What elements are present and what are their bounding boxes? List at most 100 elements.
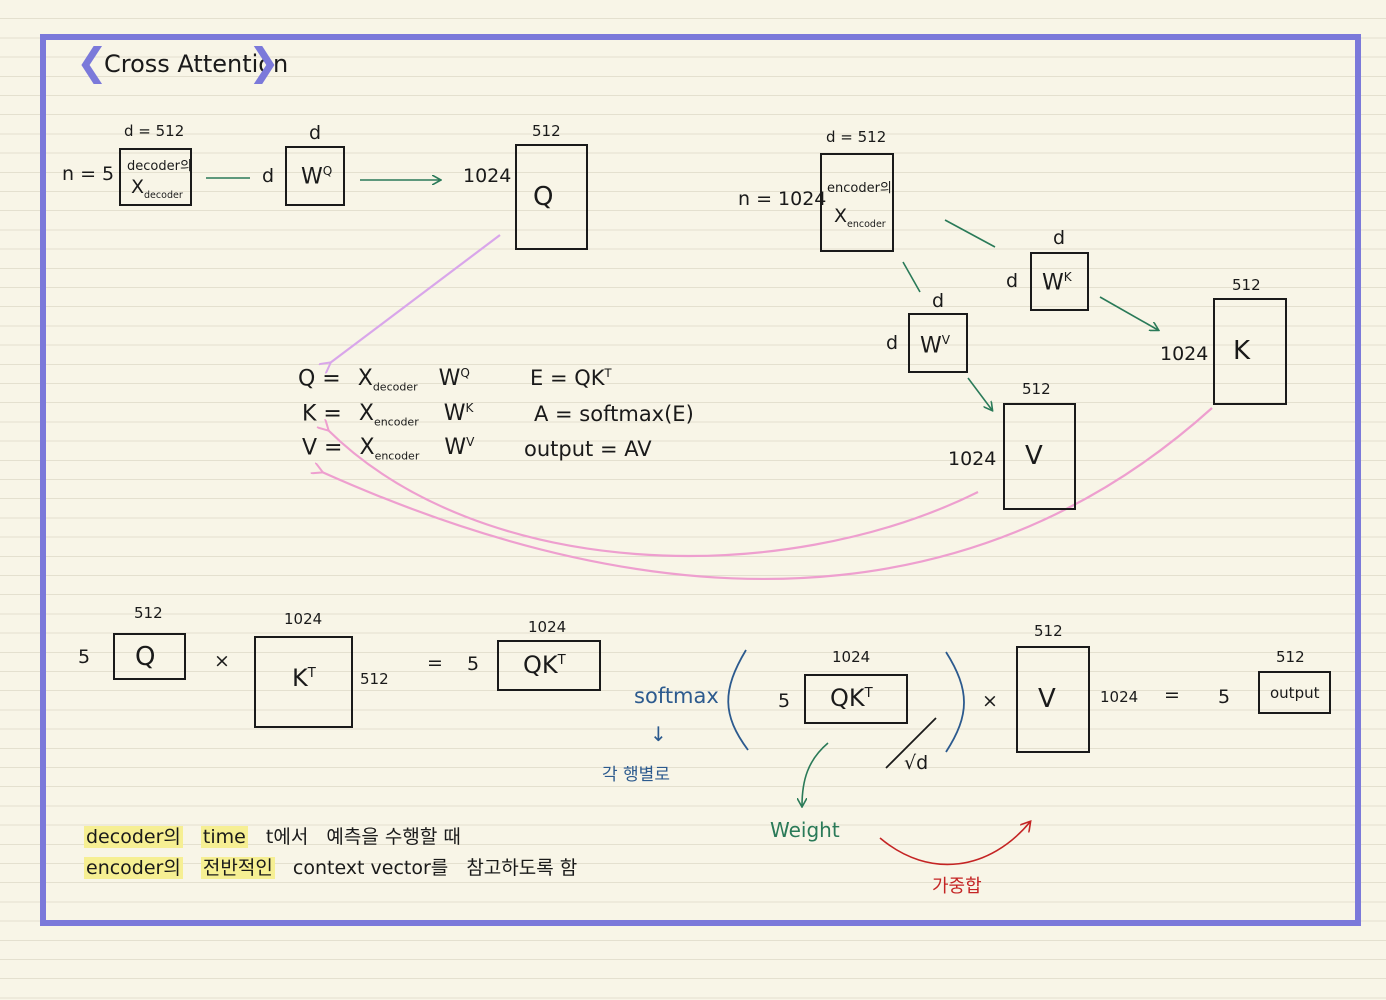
wv-d-row: d bbox=[886, 332, 899, 354]
times-1: × bbox=[214, 650, 230, 672]
x-decoder-line1: decoder의 bbox=[127, 159, 192, 174]
wv-box: WV bbox=[908, 313, 968, 373]
arrow-k-to-equation bbox=[322, 407, 1213, 580]
k-box: K bbox=[1213, 298, 1287, 405]
equation-q: Q = Xdecoder WQ bbox=[298, 366, 470, 394]
title-right-bracket: ❯ bbox=[248, 40, 280, 84]
connector-xenc-to-wv bbox=[902, 261, 921, 293]
v-cols: 512 bbox=[1022, 380, 1051, 398]
paren-qkt-box: QKT bbox=[804, 674, 908, 724]
dec-d-eq-512: d = 512 bbox=[124, 122, 185, 140]
b-kt-cols: 1024 bbox=[284, 610, 323, 628]
arrow-weighted-sum bbox=[879, 822, 1030, 866]
arrow-v-to-equation bbox=[328, 430, 979, 558]
b-qkt-rows: 5 bbox=[467, 653, 480, 675]
equation-e: E = QKT bbox=[530, 366, 612, 390]
b-kt-label: KT bbox=[292, 664, 316, 692]
x-decoder-box: decoder의 Xdecoder bbox=[119, 148, 192, 206]
note-1-part-1: decoder의 bbox=[84, 826, 183, 848]
note-1-part-2: time bbox=[200, 826, 248, 848]
k-rows: 1024 bbox=[1160, 343, 1209, 365]
note-1-part-4: 예측을 수행할 때 bbox=[326, 826, 461, 848]
paren-rows: 5 bbox=[778, 690, 791, 712]
b-out-rows: 5 bbox=[1218, 686, 1231, 708]
wq-label: WQ bbox=[301, 164, 333, 190]
b-q-rows: 5 bbox=[78, 646, 91, 668]
wk-label: WK bbox=[1042, 270, 1072, 296]
b-q-box: Q bbox=[113, 633, 186, 680]
v-box: V bbox=[1003, 403, 1076, 510]
weighted-sum-label: 가중합 bbox=[932, 876, 982, 897]
paren-qkt-label: QKT bbox=[830, 684, 873, 712]
arrow-wv-to-v bbox=[967, 377, 992, 410]
v-rows: 1024 bbox=[948, 448, 997, 470]
equation-v: V = Xencoder WV bbox=[302, 435, 475, 463]
equation-k: K = Xencoder WK bbox=[302, 401, 474, 429]
x-encoder-line2: Xencoder bbox=[834, 205, 886, 230]
connector-xenc-to-wk bbox=[944, 219, 996, 248]
softmax-note: 각 행별로 bbox=[602, 765, 670, 785]
equals-1: = bbox=[427, 652, 443, 674]
note-2-part-3: context vector를 bbox=[292, 857, 449, 879]
enc-d-eq-512: d = 512 bbox=[826, 128, 887, 146]
b-out-cols: 512 bbox=[1276, 648, 1305, 666]
enc-n-eq-1024: n = 1024 bbox=[738, 188, 827, 210]
b-q-label: Q bbox=[135, 642, 156, 672]
softmax-label: softmax bbox=[634, 684, 719, 708]
right-paren bbox=[945, 651, 965, 753]
sqrt-d: √d bbox=[904, 752, 929, 774]
weight-label: Weight bbox=[770, 818, 840, 842]
note-2-part-1: encoder의 bbox=[84, 857, 183, 879]
b-v-rows: 1024 bbox=[1100, 688, 1139, 706]
dec-n-eq-5: n = 5 bbox=[62, 163, 115, 185]
b-v-label: V bbox=[1038, 684, 1056, 714]
times-2: × bbox=[982, 690, 998, 712]
wq-d-row: d bbox=[262, 165, 275, 187]
q-label: Q bbox=[533, 182, 554, 212]
note-2-part-4: 참고하도록 함 bbox=[466, 857, 578, 879]
b-kt-box: KT bbox=[254, 636, 353, 728]
b-qkt-box: QKT bbox=[497, 640, 601, 691]
equation-output: output = AV bbox=[524, 437, 652, 461]
b-qkt-cols: 1024 bbox=[528, 618, 567, 636]
division-slash bbox=[885, 717, 937, 769]
left-paren bbox=[727, 649, 749, 751]
page-frame bbox=[40, 34, 1361, 926]
wv-d-col: d bbox=[932, 290, 945, 312]
wq-d-col: d bbox=[309, 122, 322, 144]
wv-label: WV bbox=[920, 333, 951, 359]
wq-box: WQ bbox=[285, 146, 345, 206]
arrow-wk-to-k bbox=[1099, 296, 1158, 330]
v-label: V bbox=[1025, 441, 1043, 471]
x-encoder-line1: encoder의 bbox=[827, 181, 892, 196]
note-2-part-2: 전반적인 bbox=[200, 857, 275, 879]
title-left-bracket: ❮ bbox=[76, 40, 108, 84]
note-1-part-3: t에서 bbox=[265, 826, 309, 848]
b-q-cols: 512 bbox=[134, 604, 163, 622]
q-box: Q bbox=[515, 144, 588, 250]
b-kt-rows: 512 bbox=[360, 670, 389, 688]
q-cols: 512 bbox=[532, 122, 561, 140]
wk-d-row: d bbox=[1006, 270, 1019, 292]
note-line-1: decoder의 time t에서 예측을 수행할 때 bbox=[84, 822, 461, 849]
k-cols: 512 bbox=[1232, 276, 1261, 294]
equals-2: = bbox=[1164, 684, 1180, 706]
softmax-arrow: ↓ bbox=[650, 722, 667, 746]
x-encoder-box: encoder의 Xencoder bbox=[820, 153, 894, 252]
arrow-to-weight bbox=[802, 742, 829, 806]
x-decoder-line2: Xdecoder bbox=[131, 176, 183, 201]
b-output-box: output bbox=[1258, 671, 1331, 714]
b-v-cols: 512 bbox=[1034, 622, 1063, 640]
b-qkt-label: QKT bbox=[523, 651, 566, 679]
equation-a: A = softmax(E) bbox=[534, 402, 694, 426]
note-line-2: encoder의 전반적인 context vector를 참고하도록 함 bbox=[84, 853, 577, 880]
k-label: K bbox=[1233, 336, 1251, 366]
wk-box: WK bbox=[1030, 252, 1089, 311]
b-v-box: V bbox=[1016, 646, 1090, 753]
paren-cols: 1024 bbox=[832, 648, 871, 666]
b-output-label: output bbox=[1270, 684, 1320, 702]
arrow-q-to-equation bbox=[330, 234, 501, 363]
wk-d-col: d bbox=[1053, 227, 1066, 249]
q-rows: 1024 bbox=[463, 165, 512, 187]
